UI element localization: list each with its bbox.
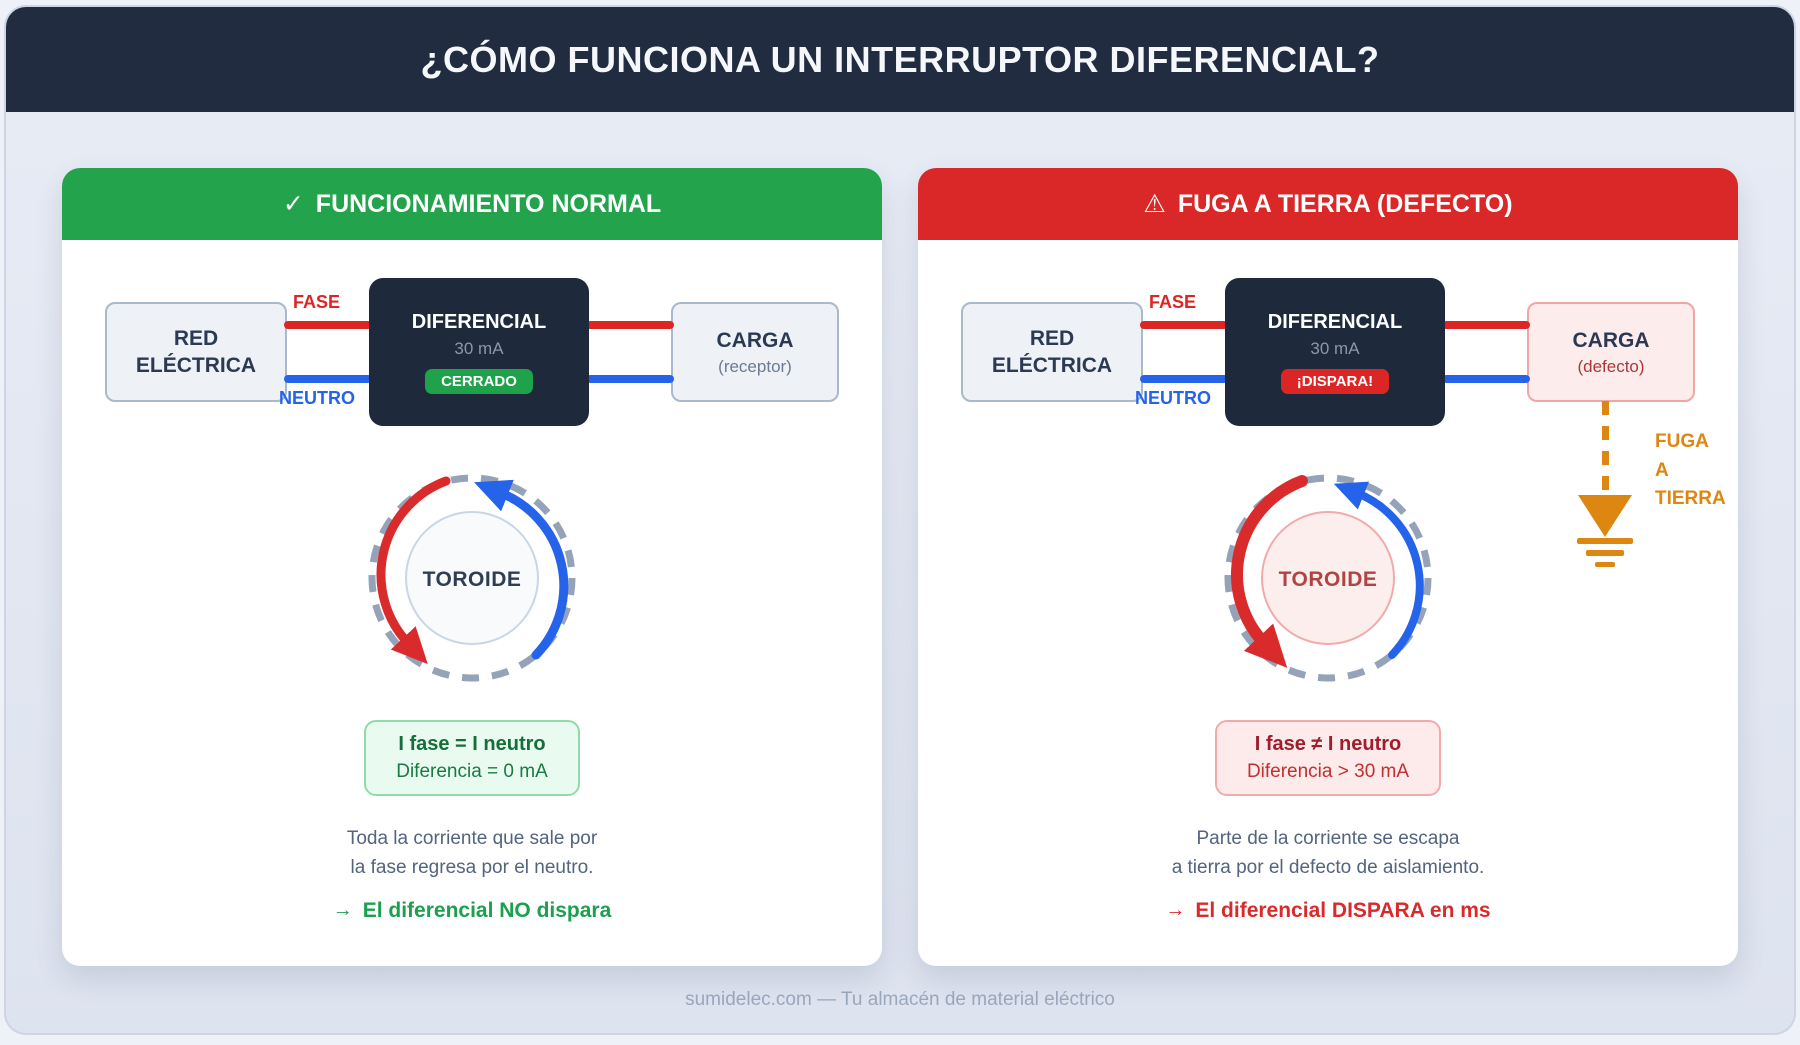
cards-row: ✓ FUNCIONAMIENTO NORMAL RED ELÉCTRICA FA… — [6, 112, 1794, 966]
normal-source-box: RED ELÉCTRICA — [105, 302, 287, 402]
fault-source-box: RED ELÉCTRICA — [961, 302, 1143, 402]
source-title-line1: RED — [1029, 326, 1075, 350]
fase-wire-label: FASE — [293, 292, 341, 312]
fase-wire — [284, 321, 372, 329]
normal-circuit-diagram: RED ELÉCTRICA FASE NEUTRO DIFERENCIAL 30… — [62, 276, 882, 428]
normal-toroid-diagram: TOROIDE — [62, 458, 882, 698]
warning-icon: ⚠ — [1143, 190, 1166, 218]
fault-right-connector — [1442, 276, 1530, 428]
fault-toroid-diagram: TOROIDE — [918, 458, 1738, 698]
fault-left-connector: FASE NEUTRO — [1135, 276, 1228, 428]
normal-card-header: ✓ FUNCIONAMIENTO NORMAL — [62, 168, 882, 240]
fault-card-header: ⚠ FUGA A TIERRA (DEFECTO) — [918, 168, 1738, 240]
breaker-status-badge: CERRADO — [425, 368, 533, 394]
normal-operation-card: ✓ FUNCIONAMIENTO NORMAL RED ELÉCTRICA FA… — [62, 168, 882, 966]
fase-wire-label: FASE — [1149, 292, 1197, 312]
content-area: ✓ FUNCIONAMIENTO NORMAL RED ELÉCTRICA FA… — [6, 112, 1794, 1033]
fase-current-arrow — [1231, 475, 1308, 668]
normal-result-box: I fase = I neutro Diferencia = 0 mA — [364, 720, 580, 796]
fase-wire — [1442, 321, 1530, 329]
normal-breaker-box: DIFERENCIAL 30 mA CERRADO — [369, 278, 589, 426]
neutro-wire — [1442, 375, 1530, 383]
breaker-title: DIFERENCIAL — [411, 310, 547, 333]
toroid-label: TOROIDE — [1279, 568, 1378, 591]
ground-symbol-bar1 — [1577, 538, 1633, 544]
result-difference: Diferencia > 30 mA — [1246, 761, 1410, 782]
fault-conclusion: → El diferencial DISPARA en ms — [918, 899, 1738, 923]
neutro-current-arrow — [1333, 481, 1424, 659]
result-difference: Diferencia = 0 mA — [396, 761, 548, 782]
toroid-label: TOROIDE — [423, 568, 522, 591]
leak-label: FUGA A TIERRA — [1655, 428, 1738, 514]
fault-explanation: Parte de la corriente se escapa a tierra… — [918, 824, 1738, 883]
toroid-core — [405, 511, 539, 645]
load-subtitle: (defecto) — [1577, 357, 1645, 377]
fase-wire — [586, 321, 674, 329]
right-arrow-icon: → — [1165, 899, 1186, 922]
ground-symbol-bar3 — [1595, 562, 1615, 567]
check-icon: ✓ — [282, 190, 304, 218]
load-title: CARGA — [1572, 328, 1650, 352]
page-title: ¿CÓMO FUNCIONA UN INTERRUPTOR DIFERENCIA… — [420, 38, 1380, 80]
breaker-rating: 30 mA — [454, 338, 504, 358]
normal-right-connector — [586, 276, 674, 428]
toroid-svg: TOROIDE — [368, 474, 576, 682]
leak-arrow-icon — [1578, 495, 1632, 537]
fault-load-box: CARGA (defecto) — [1527, 302, 1695, 402]
neutro-wire — [1140, 375, 1228, 383]
toroid-svg: TOROIDE — [1224, 474, 1432, 682]
page-header: ¿CÓMO FUNCIONA UN INTERRUPTOR DIFERENCIA… — [6, 7, 1794, 112]
neutro-wire — [284, 375, 372, 383]
fault-result-box: I fase ≠ I neutro Diferencia > 30 mA — [1214, 720, 1442, 796]
toroid-core — [1261, 511, 1395, 645]
fault-breaker-box: DIFERENCIAL 30 mA ¡DISPARA! — [1225, 278, 1445, 426]
breaker-rating: 30 mA — [1310, 338, 1360, 358]
infographic-page: ¿CÓMO FUNCIONA UN INTERRUPTOR DIFERENCIA… — [4, 5, 1796, 1035]
leak-dashed-line — [1602, 401, 1609, 493]
result-equation: I fase ≠ I neutro — [1254, 733, 1402, 755]
source-title-line2: ELÉCTRICA — [991, 354, 1113, 377]
source-title-line1: RED — [173, 326, 219, 350]
explanation-line2: la fase regresa por el neutro. — [350, 857, 594, 879]
breaker-title: DIFERENCIAL — [1267, 310, 1403, 333]
leak-label-line1: FUGA — [1655, 431, 1709, 452]
toroid-dashed-ring — [368, 474, 576, 682]
conclusion-text: El diferencial DISPARA en ms — [1195, 898, 1491, 922]
load-title: CARGA — [716, 328, 794, 352]
ground-fault-card: ⚠ FUGA A TIERRA (DEFECTO) RED ELÉCTRICA … — [918, 168, 1738, 966]
neutro-wire-label: NEUTRO — [279, 388, 355, 408]
normal-load-box: CARGA (receptor) — [671, 302, 839, 402]
breaker-status-badge: ¡DISPARA! — [1280, 368, 1390, 394]
normal-left-connector: FASE NEUTRO — [279, 276, 372, 428]
neutro-wire-label: NEUTRO — [1135, 388, 1211, 408]
conclusion-text: El diferencial NO dispara — [362, 898, 612, 922]
explanation-line2: a tierra por el defecto de aislamiento. — [1171, 857, 1485, 879]
ground-symbol-bar2 — [1586, 550, 1624, 556]
explanation-line1: Toda la corriente que sale por — [346, 828, 598, 849]
footer-text: sumidelec.com — Tu almacén de material e… — [685, 988, 1115, 1010]
toroid-dashed-ring — [1224, 474, 1432, 682]
source-title-line2: ELÉCTRICA — [135, 354, 257, 377]
neutro-current-arrow — [474, 479, 569, 660]
page-footer: sumidelec.com — Tu almacén de material e… — [6, 966, 1794, 1033]
result-equation: I fase = I neutro — [398, 733, 546, 755]
normal-header-label: FUNCIONAMIENTO NORMAL — [315, 189, 662, 218]
leak-label-line2: A TIERRA — [1655, 459, 1726, 510]
fault-header-label: FUGA A TIERRA (DEFECTO) — [1177, 189, 1513, 218]
fault-circuit-diagram: RED ELÉCTRICA FASE NEUTRO DIFERENCIAL 30… — [918, 276, 1738, 428]
normal-conclusion: → El diferencial NO dispara — [62, 899, 882, 923]
fase-current-arrow — [376, 476, 451, 665]
load-subtitle: (receptor) — [718, 357, 792, 377]
fase-wire — [1140, 321, 1228, 329]
normal-explanation: Toda la corriente que sale por la fase r… — [62, 824, 882, 883]
right-arrow-icon: → — [332, 899, 353, 922]
explanation-line1: Parte de la corriente se escapa — [1196, 828, 1460, 849]
neutro-wire — [586, 375, 674, 383]
